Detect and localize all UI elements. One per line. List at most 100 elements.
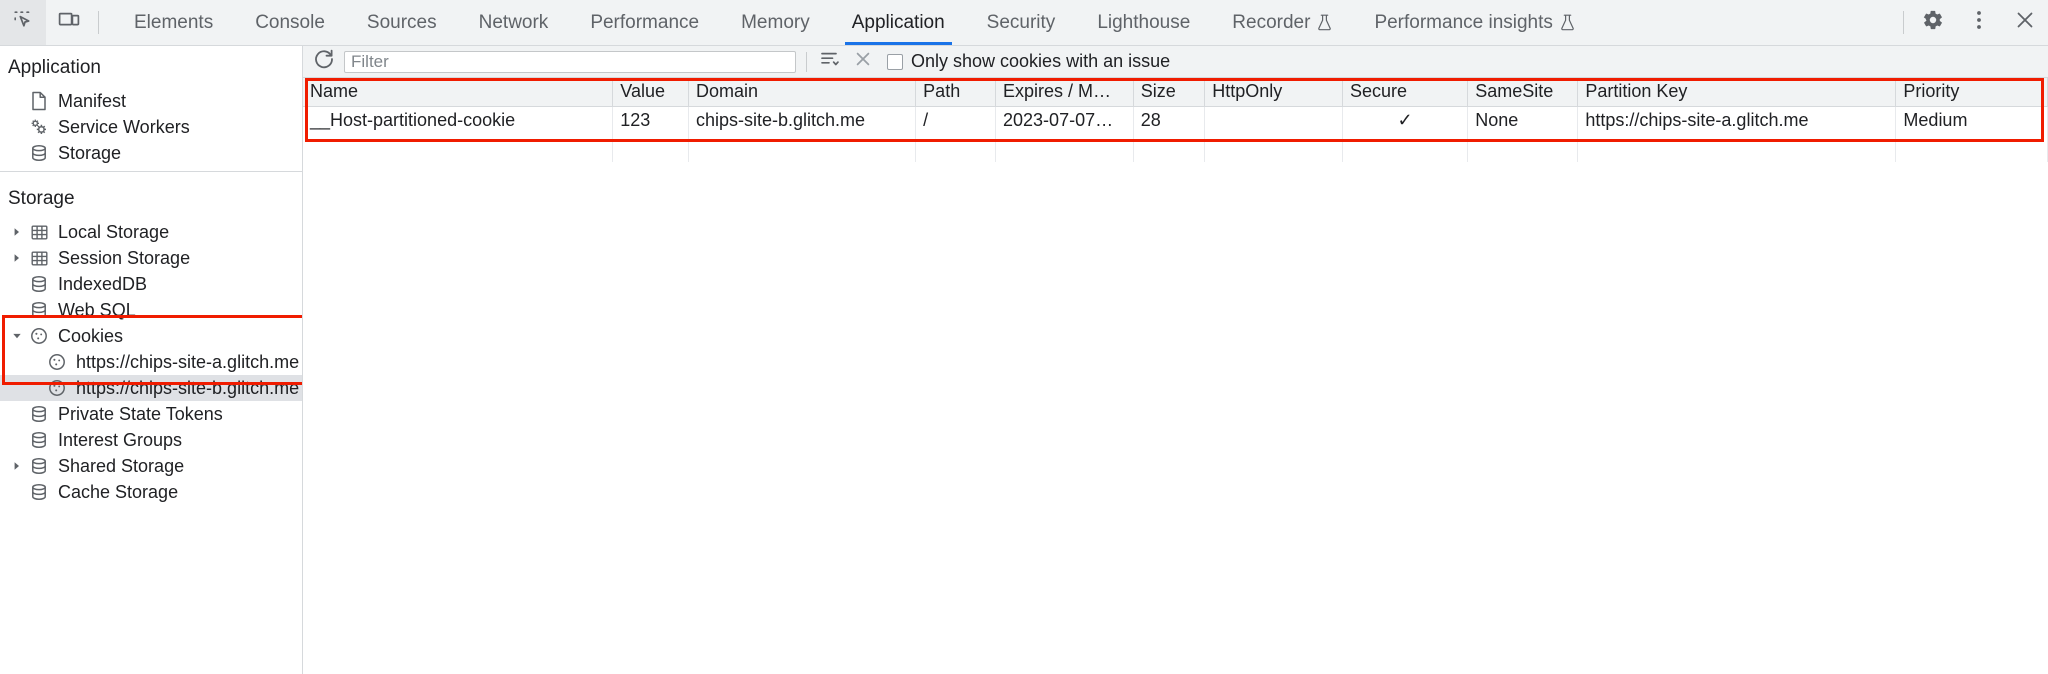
cell-expires[interactable]: 2023-07-07… [995, 106, 1134, 134]
inspect-element-button[interactable] [0, 0, 46, 45]
column-header-secure[interactable]: Secure [1342, 78, 1469, 107]
sidebar-item-indexeddb[interactable]: IndexedDB [0, 271, 302, 297]
filter-input[interactable] [344, 50, 796, 73]
tab-label: Performance [590, 11, 700, 33]
close-devtools-button[interactable] [2002, 0, 2048, 45]
more-options-button[interactable] [1956, 0, 2002, 45]
cell-path[interactable]: / [915, 106, 997, 134]
inspect-cursor-icon [13, 10, 33, 35]
toggle-device-toolbar-button[interactable] [46, 0, 92, 45]
tab-recorder[interactable]: Recorder [1211, 0, 1353, 45]
only-show-issues-checkbox[interactable]: Only show cookies with an issue [887, 51, 1170, 72]
column-header-httponly[interactable]: HttpOnly [1204, 78, 1343, 107]
database-icon [26, 456, 52, 476]
database-icon [26, 274, 52, 294]
sidebar-item-label: Shared Storage [58, 455, 185, 476]
column-header-name[interactable]: Name [303, 78, 614, 107]
table-row[interactable]: __Host-partitioned-cookie 123 chips-site… [303, 106, 2048, 134]
kebab-menu-icon [1976, 9, 1982, 36]
cell-httponly[interactable] [1204, 106, 1343, 134]
chevron-right-icon[interactable] [8, 461, 26, 471]
sidebar-item-label: Interest Groups [58, 429, 183, 450]
cell-samesite[interactable]: None [1467, 106, 1579, 134]
cell-secure[interactable]: ✓ [1342, 106, 1469, 134]
cookies-toolbar: Only show cookies with an issue [303, 46, 2048, 78]
sidebar-item-label: Storage [58, 142, 122, 163]
column-header-partition-key[interactable]: Partition Key [1577, 78, 1897, 107]
column-header-expires[interactable]: Expires / M… [995, 78, 1134, 107]
tab-label: Sources [366, 11, 437, 33]
database-icon [26, 404, 52, 424]
cookie-icon [44, 352, 70, 372]
tab-application[interactable]: Application [831, 0, 966, 45]
sidebar-item-manifest[interactable]: Manifest [0, 88, 302, 114]
tabbar-divider [98, 11, 99, 34]
checkbox-box[interactable] [887, 53, 903, 70]
table-grid-icon [26, 223, 52, 242]
clear-filter-button[interactable] [850, 49, 876, 75]
sidebar-item-session-storage[interactable]: Session Storage [0, 245, 302, 271]
cell-domain[interactable]: chips-site-b.glitch.me [688, 106, 917, 134]
tab-label: Performance insights [1374, 11, 1553, 33]
column-header-value[interactable]: Value [612, 78, 689, 107]
sidebar-item-web-sql[interactable]: Web SQL [0, 297, 302, 323]
chevron-down-icon[interactable] [8, 331, 26, 341]
tab-memory[interactable]: Memory [720, 0, 831, 45]
application-sidebar: Application Manifest [0, 46, 303, 674]
sidebar-item-label: Web SQL [58, 299, 136, 320]
settings-button[interactable] [1910, 0, 1956, 45]
sidebar-item-label: https://chips-site-b.glitch.me [76, 377, 300, 398]
sidebar-item-private-state-tokens[interactable]: Private State Tokens [0, 401, 302, 427]
tab-performance-insights[interactable]: Performance insights [1353, 0, 1595, 45]
sidebar-item-label: Cookies [58, 325, 124, 346]
table-grid-icon [26, 249, 52, 268]
tab-label: Lighthouse [1097, 11, 1191, 33]
cell-name[interactable]: __Host-partitioned-cookie [303, 106, 614, 134]
chevron-right-icon[interactable] [8, 227, 26, 237]
sidebar-item-label: Session Storage [58, 247, 191, 268]
tab-lighthouse[interactable]: Lighthouse [1076, 0, 1211, 45]
cookies-table-container: Name Value Domain Path Expires / M… Size… [303, 78, 2048, 674]
gear-icon [1922, 9, 1944, 36]
sidebar-item-service-workers[interactable]: Service Workers [0, 114, 302, 140]
cell-priority[interactable]: Medium [1895, 106, 2048, 134]
tab-label: Console [255, 11, 325, 33]
tab-performance[interactable]: Performance [569, 0, 720, 45]
database-icon [26, 482, 52, 502]
tab-sources[interactable]: Sources [346, 0, 458, 45]
column-header-size[interactable]: Size [1133, 78, 1206, 107]
column-header-path[interactable]: Path [915, 78, 997, 107]
toolbar-divider [806, 51, 807, 72]
sidebar-item-storage[interactable]: Storage [0, 140, 302, 166]
chevron-right-icon[interactable] [8, 253, 26, 263]
devtools-content: Application Manifest [0, 46, 2048, 674]
tabbar-actions [1897, 0, 2048, 45]
sidebar-item-label: Cache Storage [58, 481, 179, 502]
service-workers-gears-icon [26, 117, 52, 137]
refresh-button[interactable] [311, 49, 337, 75]
cookies-panel: Only show cookies with an issue Name Val… [303, 46, 2048, 674]
panel-tabs: Elements Console Sources Network Perform… [113, 0, 1596, 45]
tab-label: Security [986, 11, 1056, 33]
cell-value[interactable]: 123 [612, 106, 689, 134]
cell-size[interactable]: 28 [1133, 106, 1206, 134]
tab-network[interactable]: Network [458, 0, 570, 45]
sidebar-item-cookies[interactable]: Cookies [0, 323, 302, 349]
sidebar-item-interest-groups[interactable]: Interest Groups [0, 427, 302, 453]
filter-list-button[interactable] [817, 49, 843, 75]
sidebar-item-local-storage[interactable]: Local Storage [0, 219, 302, 245]
sidebar-item-cache-storage[interactable]: Cache Storage [0, 479, 302, 505]
sidebar-item-cookies-chips-site-b[interactable]: https://chips-site-b.glitch.me [0, 375, 302, 401]
cell-partition-key[interactable]: https://chips-site-a.glitch.me [1577, 106, 1897, 134]
sidebar-item-cookies-chips-site-a[interactable]: https://chips-site-a.glitch.me [0, 349, 302, 375]
column-header-priority[interactable]: Priority [1895, 78, 2048, 107]
checkbox-label: Only show cookies with an issue [911, 51, 1171, 71]
sidebar-item-label: Private State Tokens [58, 403, 223, 424]
tab-label: Recorder [1232, 11, 1311, 33]
column-header-samesite[interactable]: SameSite [1467, 78, 1579, 107]
sidebar-item-shared-storage[interactable]: Shared Storage [0, 453, 302, 479]
column-header-domain[interactable]: Domain [688, 78, 917, 107]
tab-console[interactable]: Console [234, 0, 346, 45]
tab-security[interactable]: Security [966, 0, 1077, 45]
tab-elements[interactable]: Elements [113, 0, 234, 45]
